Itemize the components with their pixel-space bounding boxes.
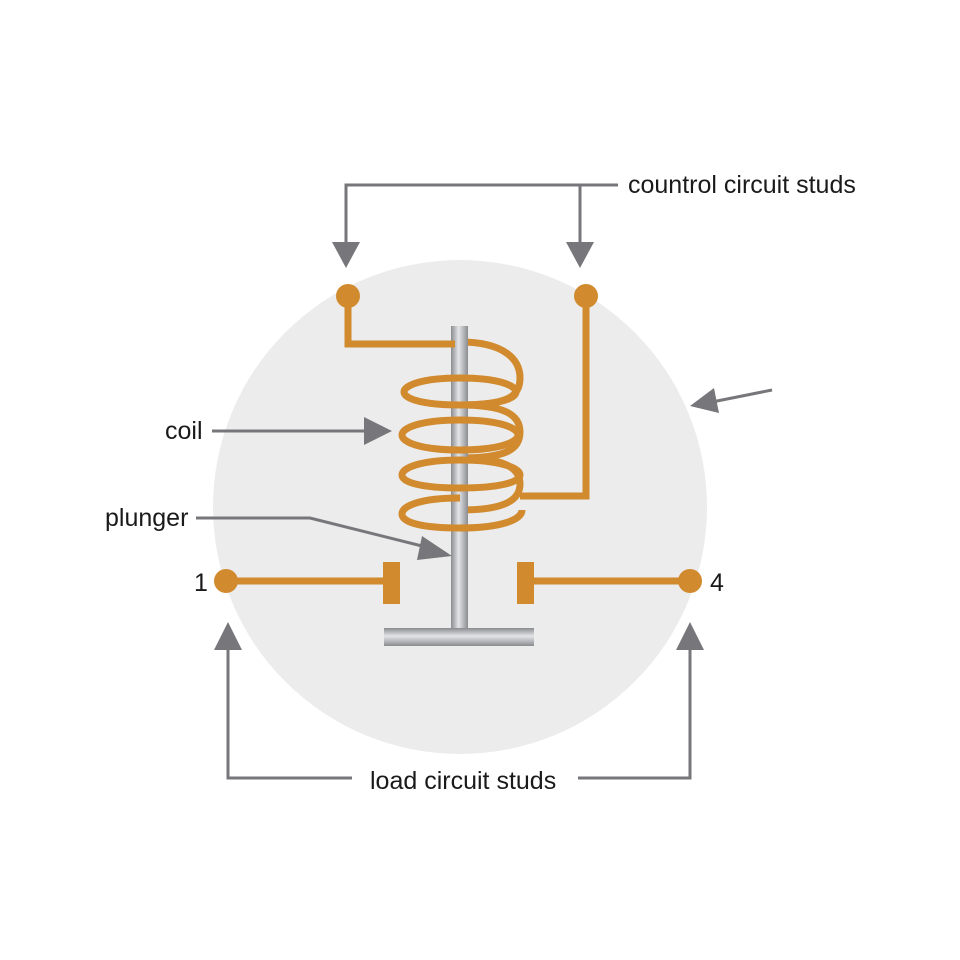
contact-right	[517, 562, 534, 604]
control-wire-right	[520, 296, 590, 500]
load-studs-leader	[214, 622, 704, 780]
plunger-rod	[451, 326, 468, 631]
control-stud-left	[336, 284, 360, 308]
stud-number-4: 4	[710, 569, 724, 597]
plunger-label: plunger	[105, 504, 188, 532]
load-stud-left	[214, 569, 238, 593]
plunger-leader	[196, 516, 452, 560]
plunger-disc	[384, 628, 534, 646]
coil-label: coil	[165, 417, 203, 445]
body-pointer-arrow	[690, 388, 773, 413]
control-wire-left	[344, 296, 455, 348]
control-studs-leader	[332, 183, 618, 268]
coil	[398, 374, 526, 532]
stud-number-1: 1	[194, 569, 208, 597]
contact-left	[383, 562, 400, 604]
control-stud-right	[574, 284, 598, 308]
load-stud-right	[678, 569, 702, 593]
control-studs-label: countrol circuit studs	[628, 171, 856, 199]
load-studs-label: load circuit studs	[370, 767, 556, 795]
coil-leader	[212, 417, 392, 445]
